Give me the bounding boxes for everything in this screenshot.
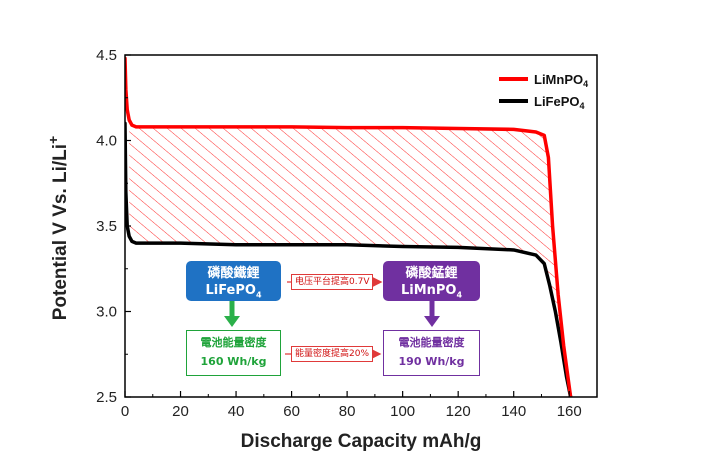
lmp-energy-density-label: 電池能量密度 <box>398 336 465 349</box>
y-tick-label: 3.5 <box>96 218 117 235</box>
lmp-energy-density-box: 電池能量密度 190 Wh/kg <box>383 330 480 376</box>
y-axis-title: Potential V Vs. Li/Li+ <box>45 136 71 321</box>
x-tick-label: 0 <box>121 403 129 420</box>
lfp-material-name: 磷酸鐵鋰 <box>207 266 260 281</box>
x-tick-label: 20 <box>172 403 189 420</box>
x-tick-label: 80 <box>339 403 356 420</box>
legend-label-limnpo4: LiMnPO4 <box>534 72 588 89</box>
series-line-limnpo4 <box>125 56 573 397</box>
y-tick-label: 2.5 <box>96 389 117 406</box>
lmp-material-box: 磷酸錳鋰 LiMnPO4 <box>383 261 480 301</box>
lfp-material-box: 磷酸鐵鋰 LiFePO4 <box>186 261 281 301</box>
x-tick-label: 40 <box>228 403 245 420</box>
x-axis-title: Discharge Capacity mAh/g <box>241 431 482 452</box>
lfp-down-arrow-head <box>224 316 240 327</box>
hatched-energy-region <box>129 119 571 397</box>
y-tick-label: 4.0 <box>96 133 117 150</box>
x-tick-label: 140 <box>501 403 526 420</box>
lmp-material-name: 磷酸錳鋰 <box>405 266 458 281</box>
x-tick-label: 160 <box>557 403 582 420</box>
legend-label-lifepo4: LiFePO4 <box>534 94 585 111</box>
lfp-material-formula: LiFePO4 <box>205 283 262 300</box>
y-tick-label: 4.5 <box>96 47 117 64</box>
x-tick-label: 60 <box>283 403 300 420</box>
lfp-energy-density-value: 160 Wh/kg <box>200 355 267 368</box>
x-tick-label: 120 <box>446 403 471 420</box>
lmp-material-formula: LiMnPO4 <box>400 283 463 300</box>
lfp-energy-density-box: 電池能量密度 160 Wh/kg <box>186 330 281 376</box>
x-tick-label: 100 <box>390 403 415 420</box>
y-tick-label: 3.0 <box>96 304 117 321</box>
energy-density-increase-label: 能量密度提高20% <box>291 346 374 362</box>
voltage-increase-label: 电压平台提高0.7V <box>291 274 374 290</box>
legend: LiMnPO4 LiFePO4 <box>499 72 588 111</box>
series-line-lifepo4 <box>125 121 573 397</box>
lmp-energy-density-value: 190 Wh/kg <box>398 355 465 368</box>
lmp-down-arrow-head <box>424 316 440 327</box>
lfp-energy-density-label: 電池能量密度 <box>200 336 267 349</box>
